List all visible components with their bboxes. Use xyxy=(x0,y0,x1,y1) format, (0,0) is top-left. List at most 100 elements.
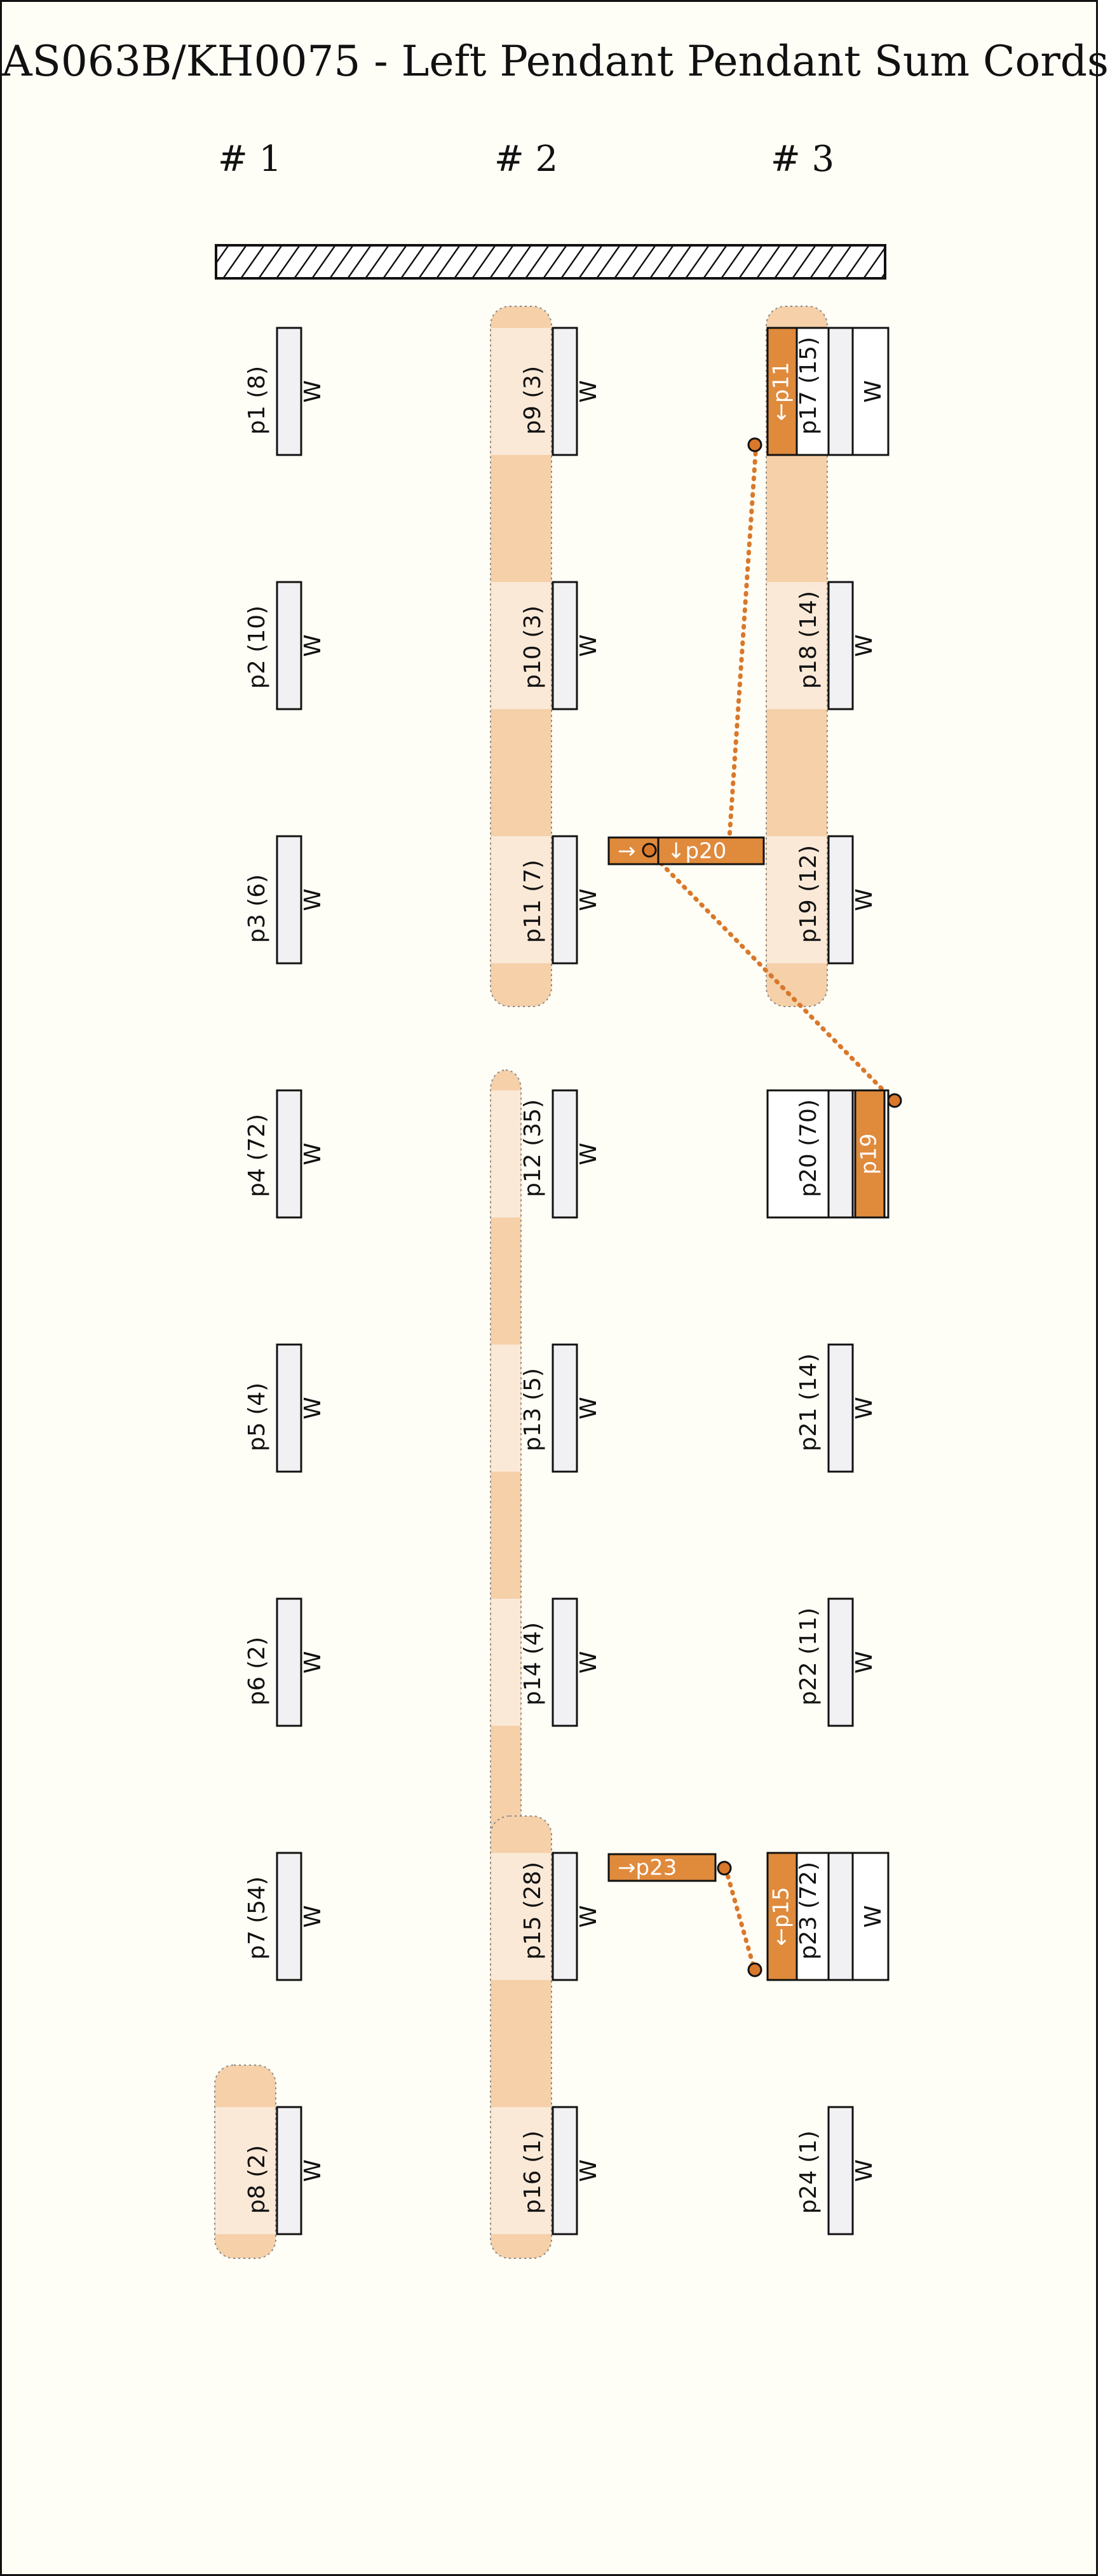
sum-tags: ←p11 p19 ←p15 → ↓p20 →p23 xyxy=(607,327,902,1981)
cord-p16 xyxy=(552,2106,578,2235)
sum-tag-p20-arrow-left-label: → xyxy=(618,839,636,864)
pendant-color-p12: W xyxy=(576,1142,602,1165)
pendant-color-p23: W xyxy=(860,1905,886,1928)
pendant-p9: p9 (3)W xyxy=(520,327,602,456)
cord-p22 xyxy=(827,1597,854,1727)
pendant-p6: p6 (2) W xyxy=(244,1597,326,1727)
cord-p18 xyxy=(827,581,854,710)
pendant-p12: p12 (35) W xyxy=(520,1089,602,1219)
pendant-color-p16: W xyxy=(576,2159,602,2182)
sum-tag-p23: ←p15 xyxy=(766,1852,798,1981)
pendant-p5: p5 (4) W xyxy=(244,1343,326,1473)
pendant-label-p16: p16 (1) xyxy=(520,2131,546,2214)
pendant-label-p4: p4 (72) xyxy=(244,1114,270,1197)
pendant-label-p1: p1 (8) xyxy=(244,366,270,435)
link-p11-p20 xyxy=(727,442,759,840)
pendant-label-p24: p24 (1) xyxy=(795,2131,822,2214)
sum-tag-p23-arrow-label: →p23 xyxy=(618,1855,677,1881)
group-3-header: # 3 xyxy=(770,139,835,180)
pendant-label-p20: p20 (70) xyxy=(795,1099,822,1197)
sum-tag-p17: ←p11 xyxy=(766,327,798,456)
link-p20-p19 xyxy=(647,849,897,1104)
link-dot-p17 xyxy=(747,437,762,452)
pendant-label-p5: p5 (4) xyxy=(244,1383,270,1451)
link-dot-p23-tag xyxy=(717,1861,732,1876)
pendant-color-p8: W xyxy=(300,2159,326,2182)
cord-p6 xyxy=(276,1597,302,1727)
pendant-label-p3: p3 (6) xyxy=(244,874,270,943)
pendant-color-p14: W xyxy=(576,1651,602,1674)
cord-p12 xyxy=(552,1089,578,1219)
cord-p13 xyxy=(552,1343,578,1473)
band-g2-upper-light-1 xyxy=(491,582,551,709)
band-g2-p15-light-6 xyxy=(491,1853,551,1980)
pendant-p13: p13 (5) W xyxy=(520,1343,602,1473)
sum-tag-p20-label: p19 xyxy=(856,1134,882,1175)
primary-cord xyxy=(215,244,886,280)
band-g2-p15-light-7 xyxy=(491,2107,551,2234)
pendant-color-p9: W xyxy=(576,380,602,403)
cord-p2 xyxy=(276,581,302,710)
pendant-color-p13: W xyxy=(576,1397,602,1420)
pendant-label-p21: p21 (14) xyxy=(795,1353,822,1451)
pendant-p15: p15 (28)W xyxy=(520,1852,602,1981)
pendant-label-p22: p22 (11) xyxy=(795,1608,822,1705)
cord-p24 xyxy=(827,2106,854,2235)
pendant-p2: p2 (10)W xyxy=(244,581,326,710)
pendant-color-p17: W xyxy=(860,380,886,403)
pendant-label-p11: p11 (7) xyxy=(520,860,546,943)
pendant-color-p24: W xyxy=(851,2159,877,2182)
sum-band-highlights xyxy=(214,306,828,2259)
sum-tag-p23-box xyxy=(766,1852,798,1981)
pendant-p22: p22 (11) W xyxy=(795,1597,877,1727)
sum-tag-p17-label: ←p11 xyxy=(769,362,794,421)
band-g2-upper xyxy=(490,306,552,1007)
band-g3-upper-light-2 xyxy=(767,836,827,963)
pendant-label-p17: p17 (15) xyxy=(795,337,822,435)
pendant-label-p8: p8 (2) xyxy=(244,2145,270,2214)
pendant-label-p6: p6 (2) xyxy=(244,1637,270,1705)
cord-p5 xyxy=(276,1343,302,1473)
cord-p4 xyxy=(276,1089,302,1219)
sum-tag-p20-arrow-right: ↓p20 xyxy=(657,836,765,865)
band-g2-upper-light-2 xyxy=(491,836,551,963)
pendant-color-p6: W xyxy=(300,1651,326,1674)
pendant-p4: p4 (72)W xyxy=(244,1089,326,1219)
diagram-title: AS063B/KH0075 - Left Pendant Pendant Sum… xyxy=(2,37,1109,86)
cord-p9 xyxy=(552,327,578,456)
pendant-p1: p1 (8) W xyxy=(244,327,326,456)
pendant-color-p22: W xyxy=(851,1651,877,1674)
pendant-p19: p19 (12) W xyxy=(795,835,877,965)
cord-p23 xyxy=(827,1852,854,1981)
cord-p21 xyxy=(827,1343,854,1473)
band-g2-lower xyxy=(490,1069,522,2002)
cord-p3 xyxy=(276,835,302,965)
link-p23-p15 xyxy=(723,1866,757,1974)
group-2-header: # 2 xyxy=(494,139,558,180)
pendant-p10: p10 (3)W xyxy=(520,581,602,710)
pendant-p11: p11 (7)W xyxy=(520,835,602,965)
pendant-p18: p18 (14)W xyxy=(795,581,877,710)
pendant-color-p7: W xyxy=(300,1905,326,1928)
cord-p8 xyxy=(276,2106,302,2235)
link-dot-p20-right xyxy=(887,1093,902,1108)
pendant-color-p10: W xyxy=(576,634,602,657)
link-dot-p23-cord xyxy=(747,1962,762,1977)
pendant-color-p19: W xyxy=(851,888,877,911)
pendant-color-p5: W xyxy=(300,1397,326,1420)
pendant-label-p19: p19 (12) xyxy=(795,845,822,943)
pendant-label-p14: p14 (4) xyxy=(520,1622,546,1705)
pendant-p14: p14 (4) W xyxy=(520,1597,602,1727)
sum-tag-p17-box xyxy=(766,327,798,456)
pendant-p24: p24 (1) W xyxy=(795,2106,877,2235)
cord-p1 xyxy=(276,327,302,456)
band-g3-upper-light-1 xyxy=(767,582,827,709)
pendant-label-p12: p12 (35) xyxy=(520,1099,546,1197)
pendant-color-p1: W xyxy=(300,380,326,403)
sum-tag-p20-arrow-right-label: ↓p20 xyxy=(667,839,726,864)
pendant-color-p18: W xyxy=(851,634,877,657)
cord-p7 xyxy=(276,1852,302,1981)
sum-tag-p23-arrow-box xyxy=(607,1853,717,1882)
pendant-label-p13: p13 (5) xyxy=(520,1368,546,1451)
band-g1-p8 xyxy=(214,2064,276,2259)
